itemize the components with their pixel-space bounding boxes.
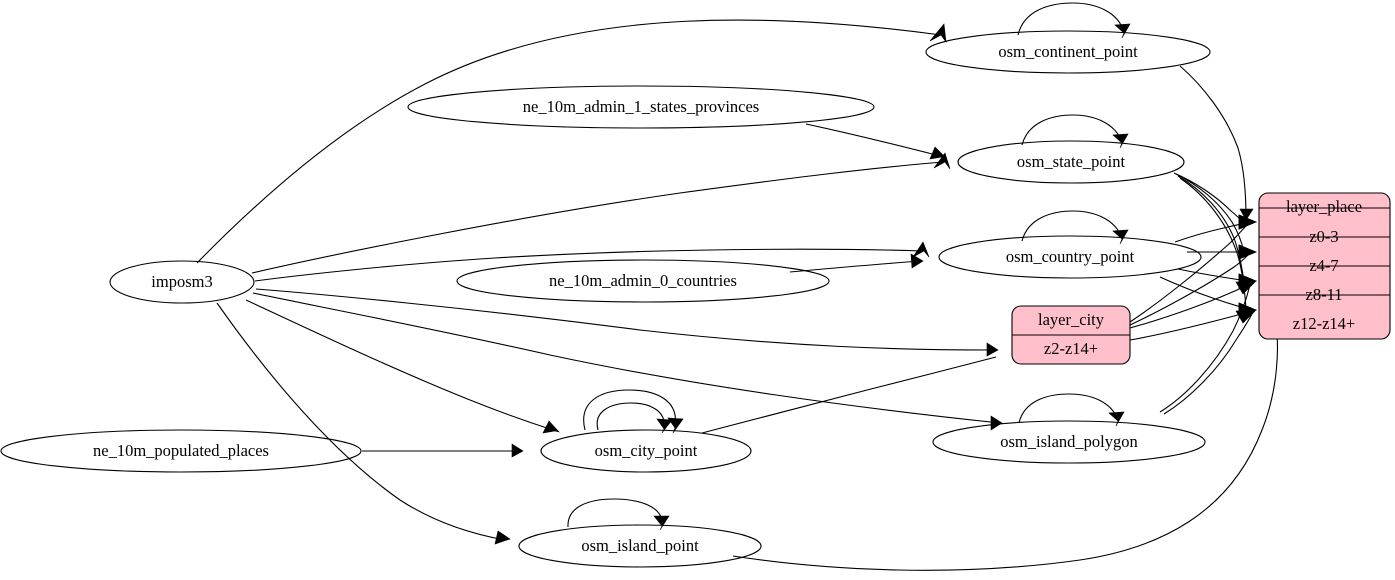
edge-state-point-to-z4-7 (1175, 173, 1245, 253)
arrowhead-icon (1114, 23, 1131, 39)
node-layer: imposm3 ne_10m_admin_1_states_provinces … (0, 30, 1391, 568)
arrowhead-icon (1108, 411, 1125, 427)
edge-imposm3-to-city-point (245, 299, 554, 431)
node-osm-continent-point[interactable]: osm_continent_point (925, 30, 1211, 74)
arrowhead-icon (542, 420, 560, 434)
edge-layer-city-to-z8-11 (1129, 284, 1249, 329)
edge-imposm3-to-island-polygon (252, 292, 1001, 424)
arrowhead-icon (912, 241, 930, 258)
node-osm-island-point-label: osm_island_point (581, 536, 699, 555)
edge-imposm3-to-country-point (254, 248, 923, 282)
arrowhead-icon (1235, 309, 1257, 324)
edge-state-point-self-loop (1021, 114, 1123, 146)
node-osm-island-point[interactable]: osm_island_point (518, 524, 762, 568)
arrowhead-icon (653, 515, 670, 531)
edge-island-polygon-self-loop (1018, 393, 1119, 424)
node-layer-place-row-z4-7: z4-7 (1309, 256, 1338, 275)
edge-island-point-to-z12-z14 (732, 319, 1278, 571)
edge-city-point-self-loop-outer (583, 389, 676, 431)
edge-layer-city-to-z12-z14 (1129, 311, 1250, 341)
arrowhead-icon (990, 415, 1003, 431)
edge-city-point-self-loop-inner (596, 402, 665, 431)
arrowhead-icon (1238, 244, 1257, 260)
arrowhead-icon (656, 418, 673, 434)
arrowhead-icon (1112, 229, 1129, 245)
node-osm-country-point-label: osm_country_point (1006, 247, 1135, 266)
node-ne-countries-shape[interactable] (456, 259, 830, 303)
node-osm-city-point-shape[interactable] (540, 429, 752, 473)
node-layer-place-row-z12-z14: z12-z14+ (1293, 314, 1355, 333)
node-ne-populated-label: ne_10m_populated_places (93, 441, 269, 460)
node-layer-city-title: layer_city (1038, 310, 1105, 329)
node-ne-populated-shape[interactable] (0, 429, 362, 473)
edge-state-point-to-z8-11 (1177, 175, 1245, 282)
node-ne-states-label: ne_10m_admin_1_states_provinces (523, 97, 759, 116)
node-layer-city[interactable]: layer_city z2-z14+ (1011, 305, 1131, 365)
edge-island-point-self-loop (567, 498, 663, 528)
arrowhead-icon (929, 146, 947, 160)
edge-imposm3-to-state-point (251, 161, 944, 274)
node-ne-states-shape[interactable] (407, 85, 875, 129)
node-osm-state-point-label: osm_state_point (1017, 152, 1126, 171)
node-ne-10m-populated-places[interactable]: ne_10m_populated_places (0, 429, 362, 473)
arrowhead-icon (494, 530, 511, 545)
node-ne-countries-label: ne_10m_admin_0_countries (549, 271, 737, 290)
arrowhead-icon (929, 23, 947, 44)
node-osm-island-polygon-label: osm_island_polygon (1000, 432, 1138, 451)
node-layer-place[interactable]: layer_place z0-3 z4-7 z8-11 z12-z14+ (1258, 192, 1391, 340)
arrowhead-icon (933, 152, 951, 170)
edge-country-point-to-z12-z14 (1159, 276, 1249, 310)
edge-layer-city-to-z0-3 (1129, 224, 1248, 323)
edge-island-polygon-to-z12-z14 (1163, 311, 1254, 415)
node-imposm3[interactable]: imposm3 (109, 260, 255, 304)
node-osm-state-point[interactable]: osm_state_point (957, 140, 1185, 184)
node-osm-continent-point-label: osm_continent_point (998, 42, 1138, 61)
edge-city-point-to-layer-city (701, 356, 997, 434)
edge-imposm3-to-continent-point (196, 19, 942, 264)
node-layer-place-title: layer_place (1286, 197, 1362, 216)
node-imposm3-label: imposm3 (151, 272, 212, 291)
edge-layer (196, 2, 1283, 571)
edge-ne-states-to-state-point (805, 123, 941, 157)
edge-layer-city-to-z4-7 (1129, 253, 1250, 326)
edge-continent-point-to-z0-3 (1179, 65, 1247, 219)
node-osm-city-point[interactable]: osm_city_point (540, 429, 752, 473)
arrowhead-icon (1112, 133, 1129, 149)
node-osm-state-point-shape[interactable] (957, 140, 1185, 184)
edge-imposm3-to-layer-city (255, 288, 997, 351)
node-osm-island-point-shape[interactable] (518, 524, 762, 568)
arrowhead-icon (1238, 214, 1257, 230)
node-osm-country-point[interactable]: osm_country_point (938, 235, 1202, 279)
arrowhead-icon (986, 342, 999, 357)
arrowhead-icon (910, 253, 924, 269)
node-osm-country-point-shape[interactable] (938, 235, 1202, 279)
node-osm-continent-point-shape[interactable] (925, 30, 1211, 74)
edge-ne-countries-to-country-point (789, 260, 922, 273)
node-imposm3-shape[interactable] (109, 260, 255, 304)
arrowhead-icon (1239, 208, 1254, 221)
node-layer-city-row-z2-z14: z2-z14+ (1044, 339, 1098, 358)
arrowhead-icon (511, 443, 524, 458)
edge-island-polygon-to-z8-11 (1159, 284, 1251, 413)
node-ne-10m-admin-1-states-provinces[interactable]: ne_10m_admin_1_states_provinces (407, 85, 875, 129)
node-layer-place-row-z0-3: z0-3 (1309, 227, 1338, 246)
node-layer-place-row-z8-11: z8-11 (1306, 285, 1343, 304)
arrowhead-icon (1235, 280, 1257, 295)
node-osm-city-point-label: osm_city_point (595, 441, 698, 460)
edge-country-point-self-loop (1021, 210, 1123, 242)
edge-imposm3-to-island-point (216, 302, 506, 541)
node-osm-island-polygon[interactable]: osm_island_polygon (932, 420, 1206, 464)
node-ne-10m-admin-0-countries[interactable]: ne_10m_admin_0_countries (456, 259, 830, 303)
node-osm-island-polygon-shape[interactable] (932, 420, 1206, 464)
edge-continent-point-self-loop (1017, 2, 1125, 36)
